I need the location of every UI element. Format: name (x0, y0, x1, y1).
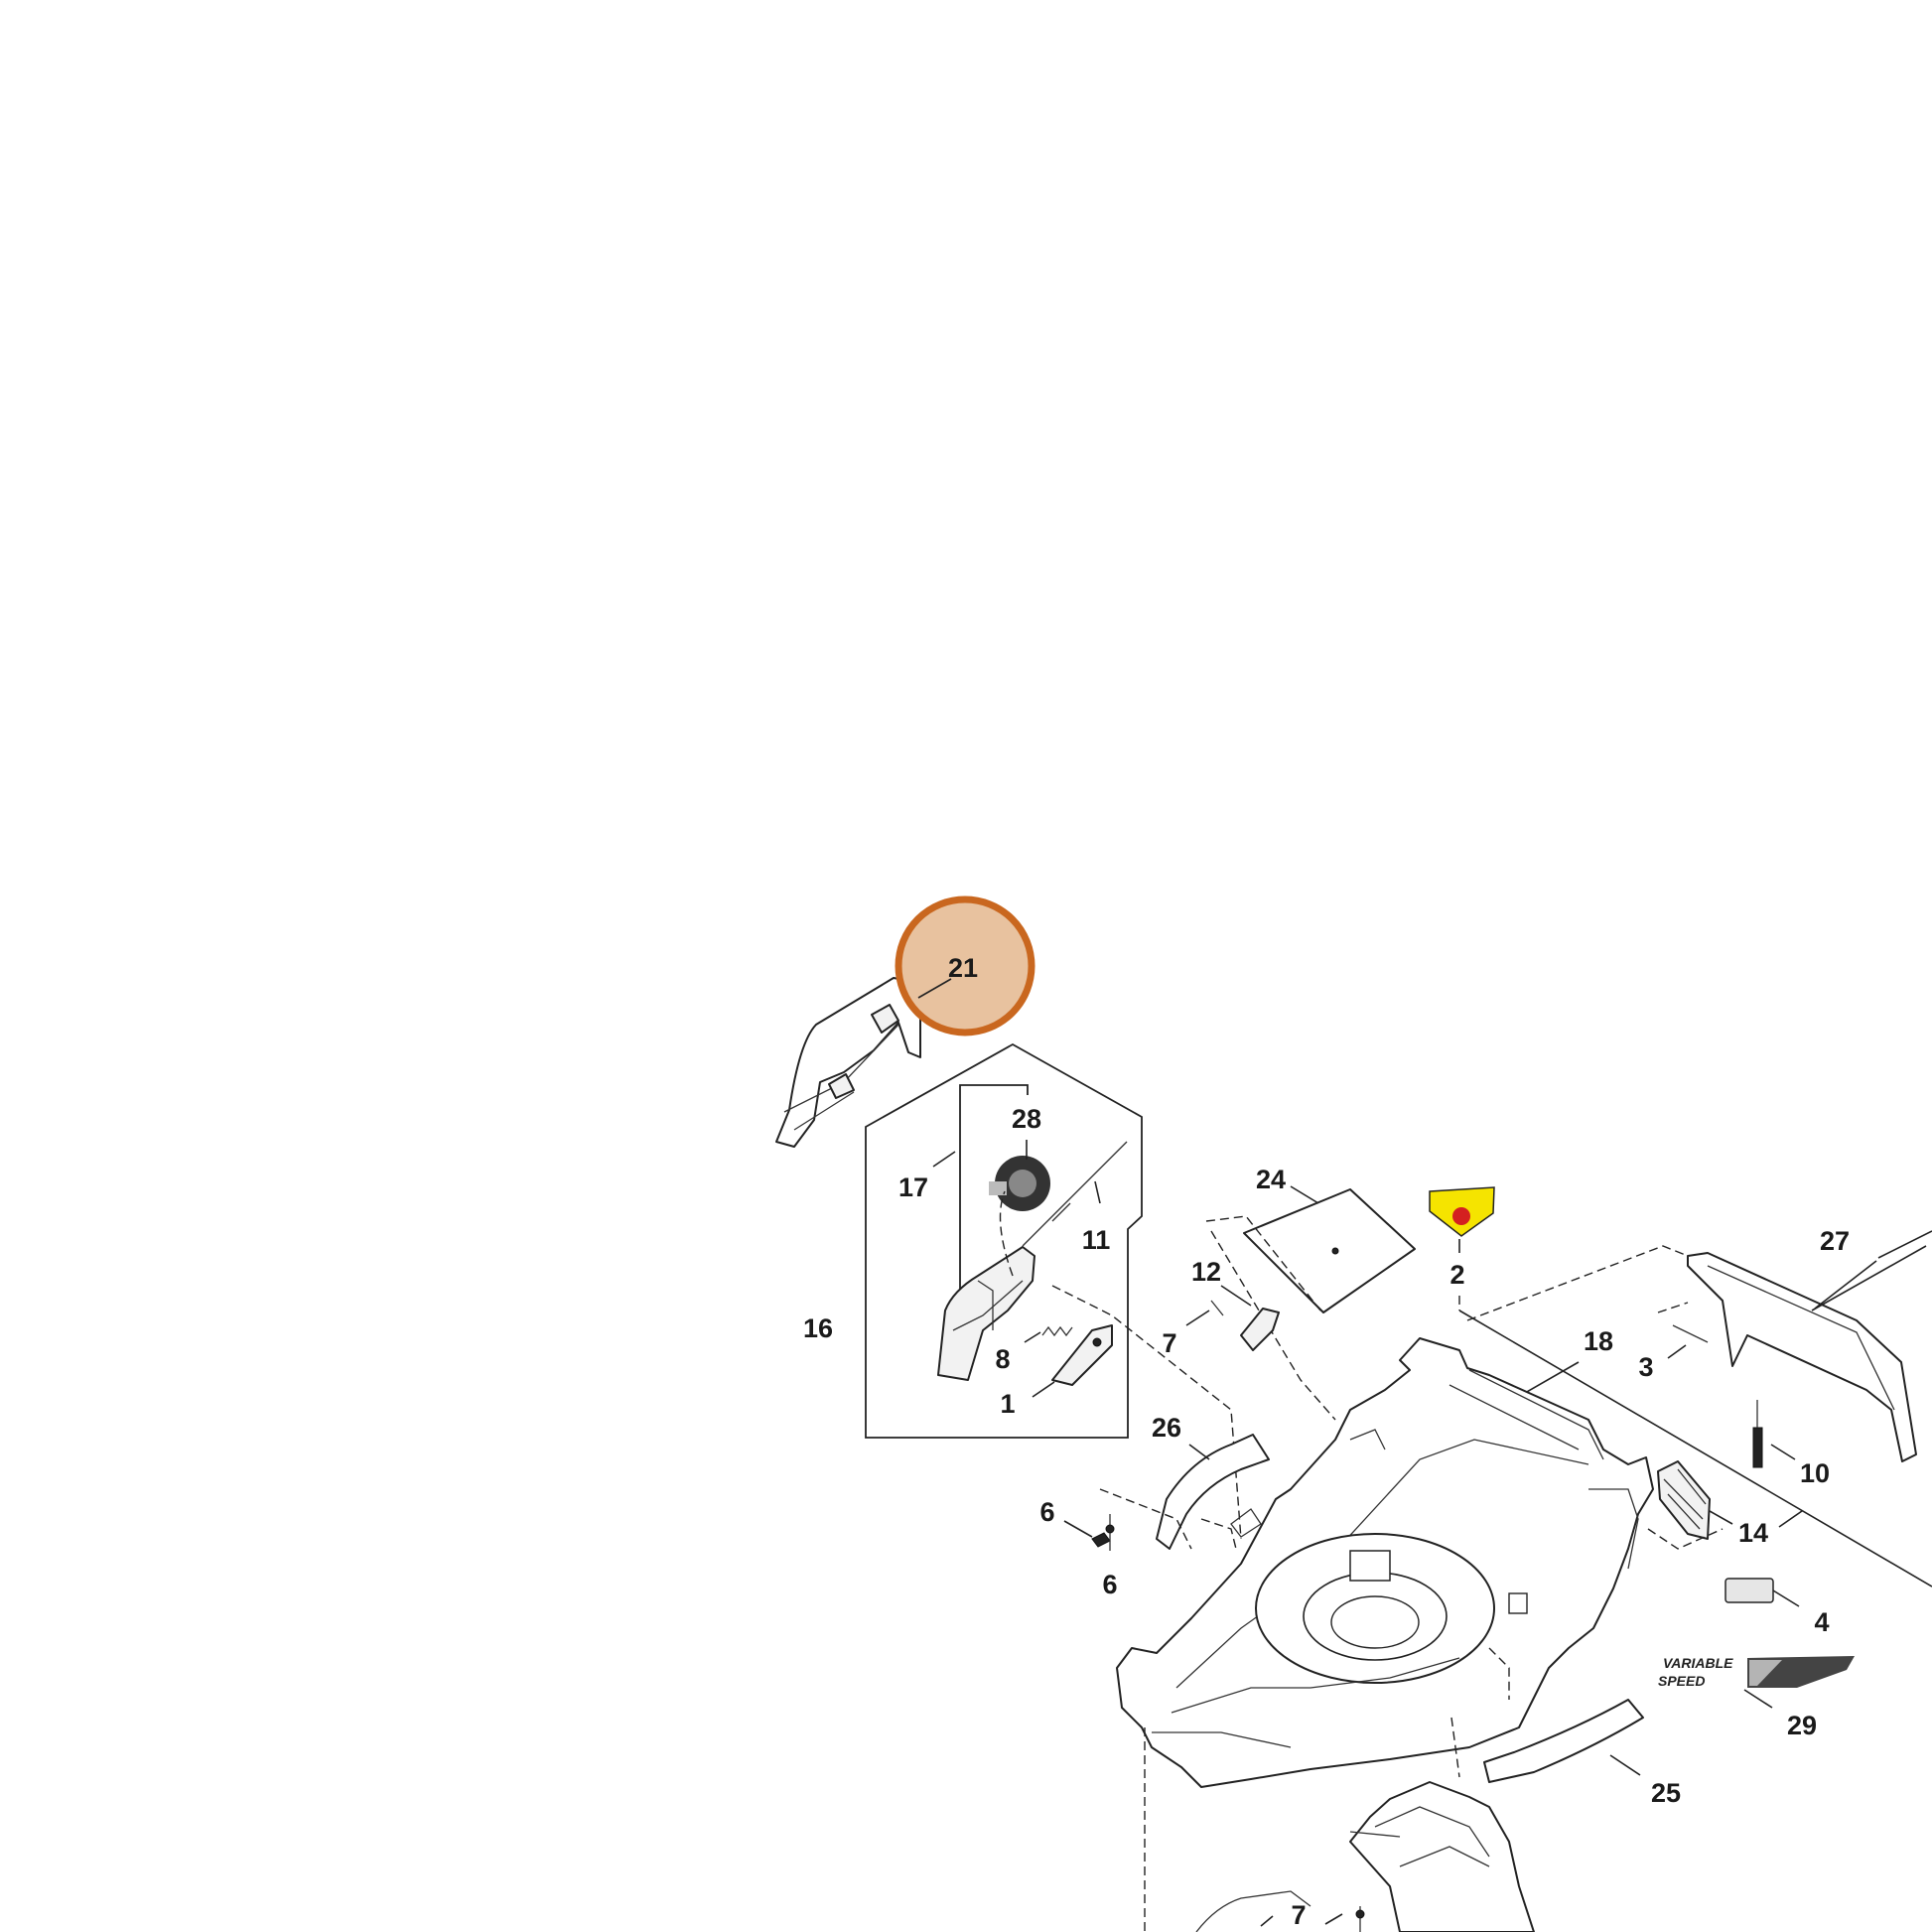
callout-7a[interactable]: 7 (1162, 1328, 1176, 1358)
highlight-marker[interactable]: 21 (895, 896, 1035, 1036)
part-29-decal[interactable]: VARIABLE SPEED (1658, 1655, 1855, 1709)
callout-28[interactable]: 28 (1012, 1104, 1041, 1134)
part-21-deflector[interactable] (775, 977, 921, 1148)
part-1-latch[interactable] (1032, 1285, 1242, 1540)
callout-18[interactable]: 18 (1584, 1326, 1613, 1356)
deck-housing[interactable] (1116, 1337, 1654, 1788)
part-12-bracket[interactable] (1220, 1285, 1280, 1351)
callout-4[interactable]: 4 (1814, 1607, 1829, 1637)
callout-7b[interactable]: 7 (1291, 1900, 1306, 1930)
part-4-plate[interactable] (1725, 1578, 1800, 1607)
part-17-bracket[interactable] (932, 1151, 1035, 1381)
callout-6b[interactable]: 6 (1102, 1570, 1117, 1599)
callout-16[interactable]: 16 (803, 1313, 833, 1343)
callout-3[interactable]: 3 (1638, 1352, 1653, 1382)
part-27-rear-flap[interactable] (1466, 1230, 1932, 1462)
svg-text:SPEED: SPEED (1658, 1673, 1705, 1689)
callout-2[interactable]: 2 (1449, 1260, 1464, 1290)
kit-frame-16 (865, 1042, 1143, 1439)
part-7-screw-upper[interactable] (1185, 1300, 1224, 1326)
callout-25[interactable]: 25 (1651, 1778, 1681, 1808)
callout-10[interactable]: 10 (1800, 1458, 1830, 1488)
part-6-screws[interactable] (1063, 1488, 1192, 1551)
part-14-grille[interactable] (1647, 1460, 1803, 1550)
callout-17[interactable]: 17 (898, 1173, 928, 1202)
part-25-front-trim[interactable] (1483, 1699, 1644, 1783)
callout-27[interactable]: 27 (1820, 1226, 1850, 1256)
callout-24[interactable]: 24 (1256, 1165, 1286, 1194)
part-11-cable[interactable] (1022, 1141, 1128, 1247)
callout-labels: 1 2 3 4 6 6 7 7 8 10 11 12 14 16 17 18 2… (803, 1104, 1850, 1930)
part-26-side-trim[interactable] (1156, 1434, 1270, 1550)
callout-1[interactable]: 1 (1000, 1389, 1015, 1419)
callout-11[interactable]: 11 (1082, 1225, 1111, 1255)
part-2-warning-label[interactable] (1429, 1186, 1932, 1587)
callout-6a[interactable]: 6 (1039, 1497, 1054, 1527)
svg-text:VARIABLE: VARIABLE (1663, 1655, 1733, 1671)
callout-12[interactable]: 12 (1191, 1257, 1221, 1287)
part-28-knob[interactable] (989, 1140, 1050, 1211)
part-24-screen[interactable] (1205, 1185, 1416, 1421)
callout-8[interactable]: 8 (995, 1344, 1010, 1374)
lower-cutting-assembly[interactable] (1195, 1781, 1535, 1932)
callout-14[interactable]: 14 (1738, 1518, 1768, 1548)
callout-29[interactable]: 29 (1787, 1711, 1817, 1740)
part-10-spring[interactable] (1752, 1400, 1796, 1468)
callout-21[interactable]: 21 (948, 953, 978, 983)
part-3-pin[interactable] (1657, 1302, 1709, 1359)
lower-dashed-leaders (1144, 1647, 1510, 1932)
callout-26[interactable]: 26 (1152, 1413, 1181, 1443)
part-8-spring[interactable] (1024, 1325, 1073, 1343)
